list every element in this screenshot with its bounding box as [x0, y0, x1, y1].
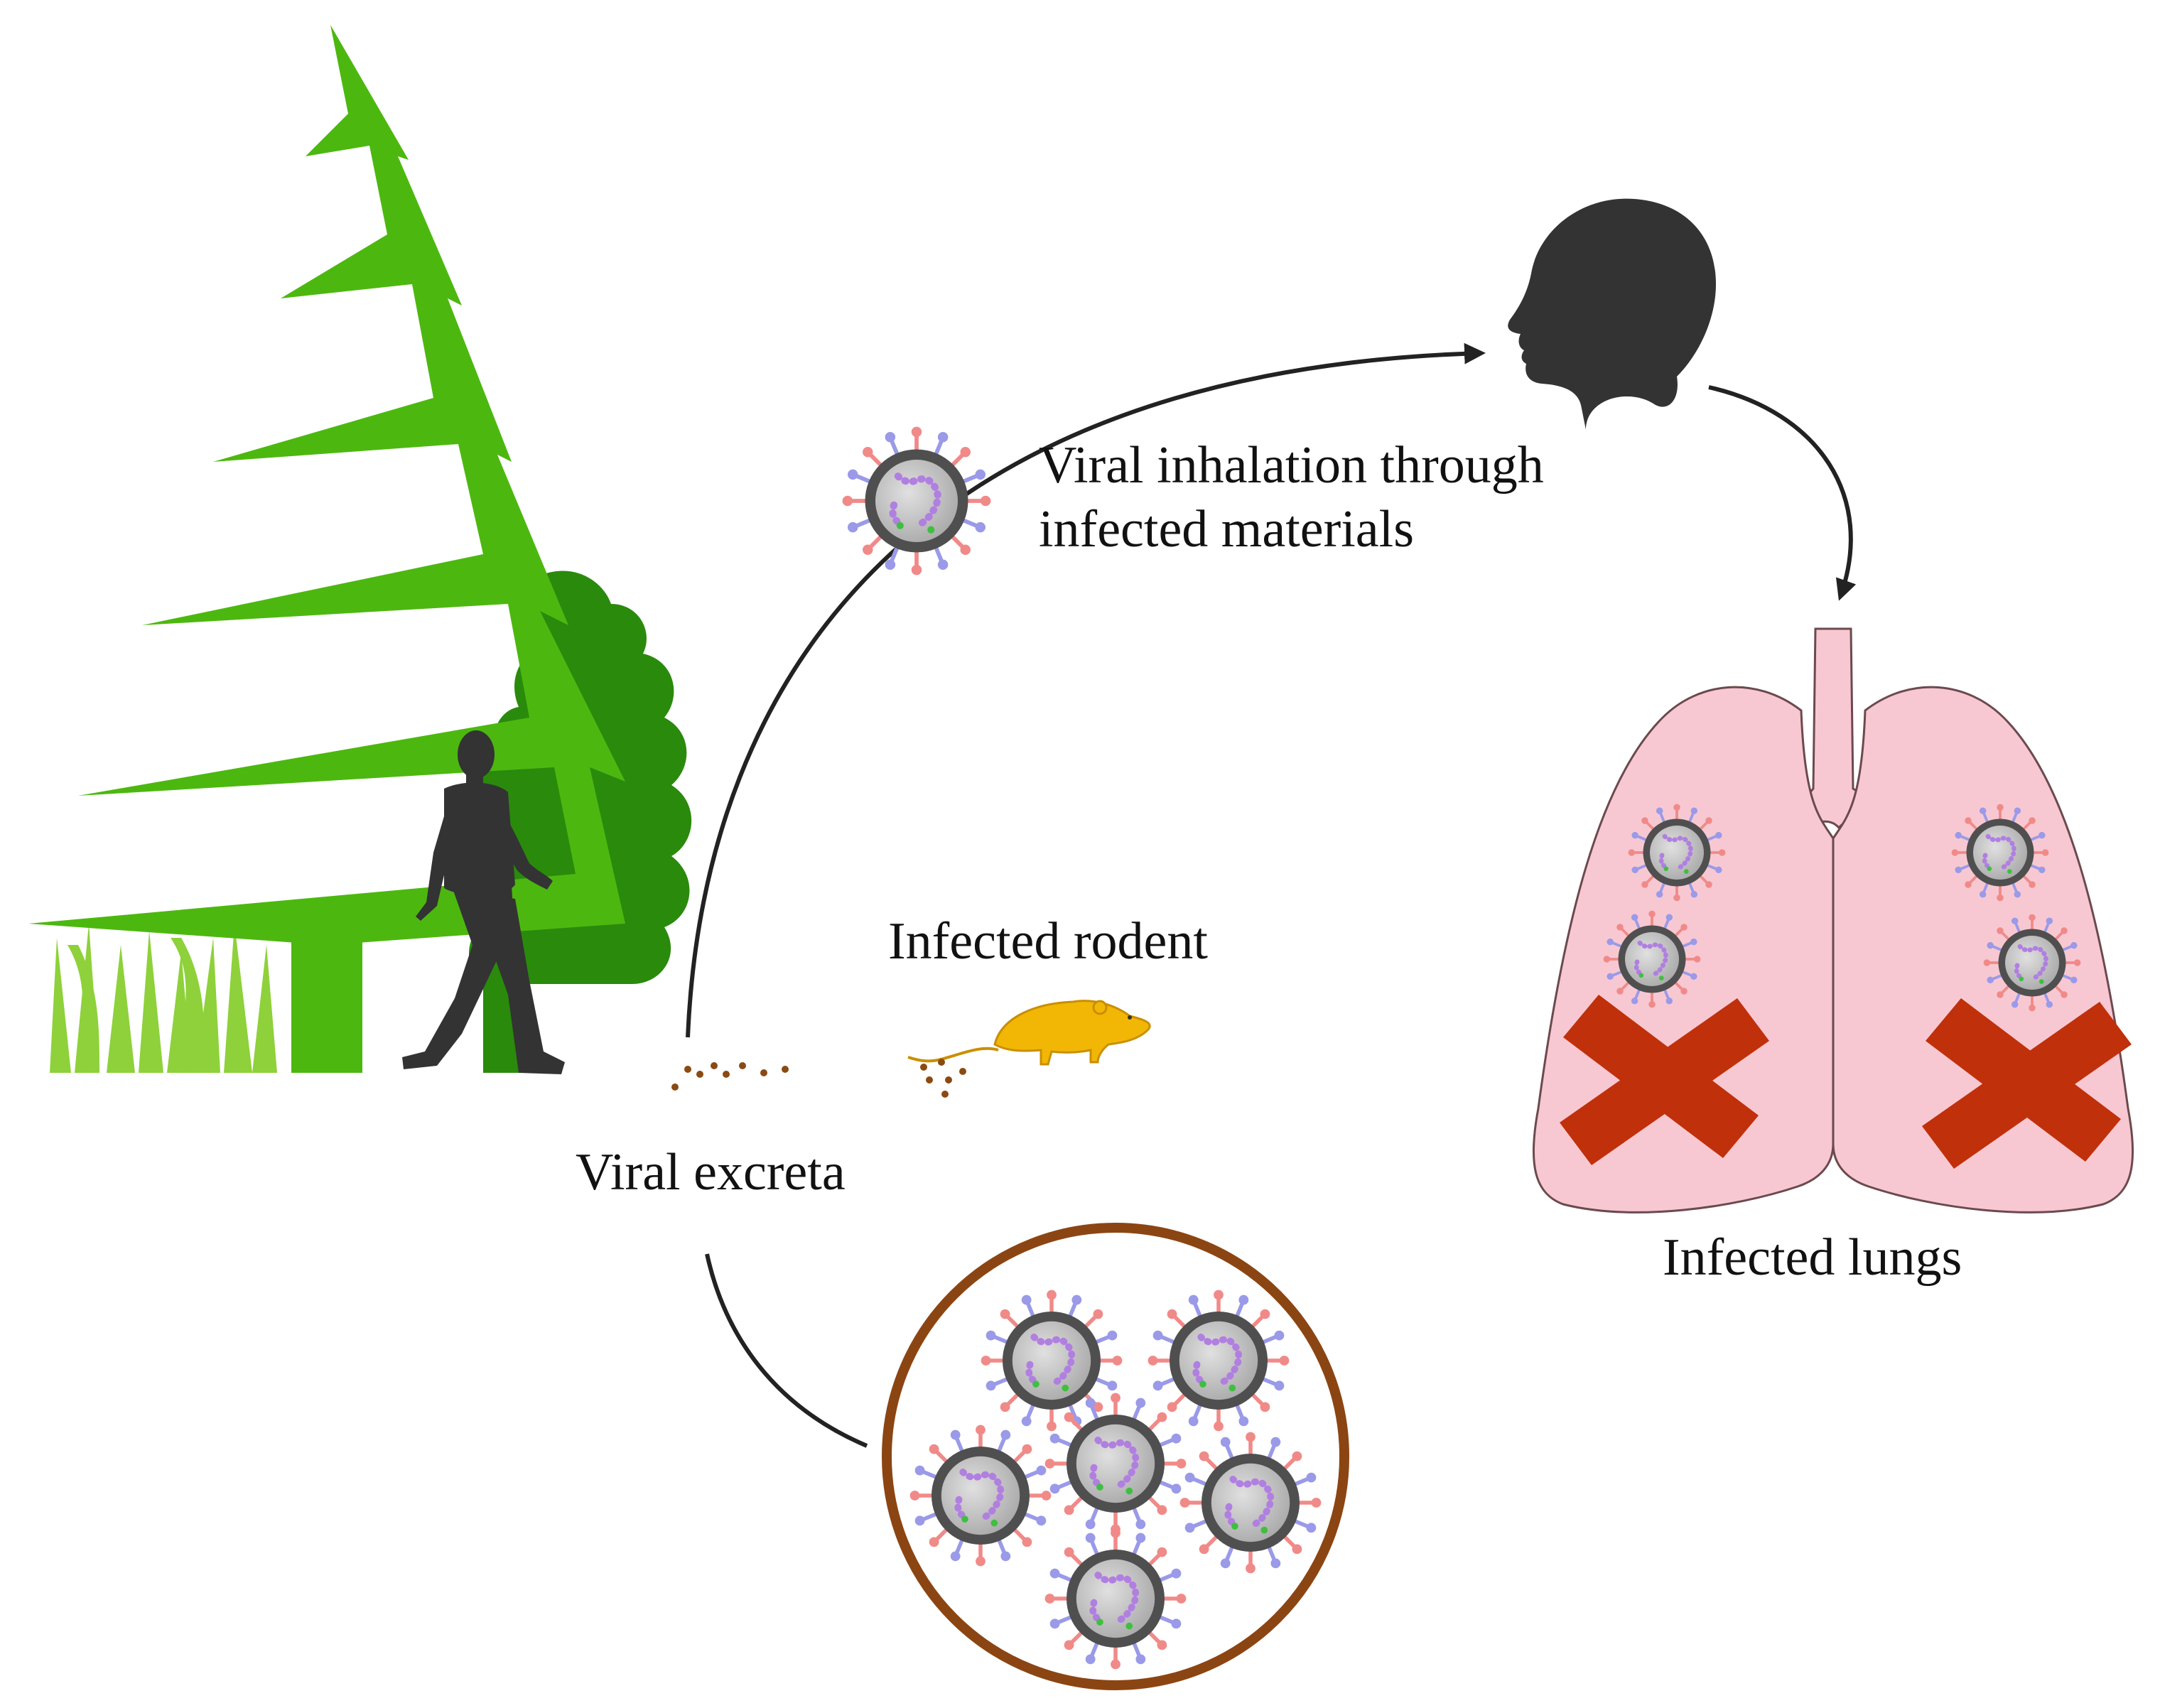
label-viral-inhalation: Viral inhalation through infected materi…: [1039, 433, 1544, 561]
transmission-arrows: [686, 342, 1857, 1448]
person-walking-icon: [402, 730, 565, 1074]
cross-icon: [1922, 998, 2132, 1169]
label-viral-excreta: Viral excreta: [576, 1143, 846, 1201]
label-viral-inhalation-line1: Viral inhalation through: [1039, 436, 1544, 494]
label-viral-inhalation-line2: infected materials: [1039, 500, 1415, 558]
magnified-excreta-view: [882, 1223, 1349, 1690]
arrow-head-to-lungs: [1708, 385, 1857, 601]
label-infected-lungs: Infected lungs: [1663, 1228, 1962, 1287]
cross-icon: [1560, 995, 1769, 1165]
connector-excreta-to-magnified-view: [705, 1253, 868, 1448]
virus-icon-excreta: [910, 1425, 1052, 1567]
human-head-icon: [1508, 198, 1716, 430]
arrow-excreta-to-head: [686, 342, 1486, 1038]
virus-icon-excreta: [1180, 1432, 1322, 1574]
virus-icon-excreta: [1045, 1393, 1187, 1535]
virus-icon-excreta: [1045, 1528, 1187, 1670]
label-infected-rodent: Infected rodent: [888, 912, 1208, 971]
virus-icon-airborne: [843, 427, 991, 575]
virus-icon-lung: [1952, 804, 2049, 902]
rodent-icon: [907, 1000, 1151, 1066]
virus-icon-lung: [1604, 911, 1701, 1008]
virus-icon-excreta: [981, 1290, 1123, 1432]
virus-icon-lung: [1984, 914, 2081, 1012]
conifer-tree: [28, 25, 625, 1073]
virus-icon-lung: [1629, 804, 1726, 902]
viral-excreta-droplets: [671, 1059, 966, 1098]
grass: [50, 924, 277, 1073]
virus-icon-excreta: [1148, 1290, 1290, 1432]
forest: [28, 25, 692, 1074]
